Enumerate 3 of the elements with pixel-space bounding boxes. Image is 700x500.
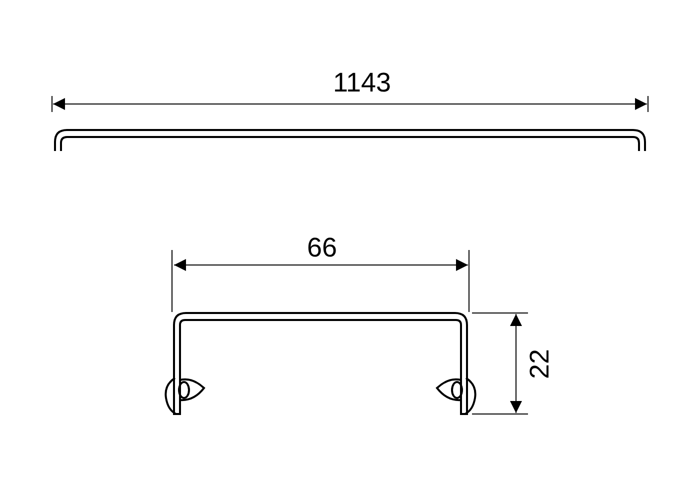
dimension-value: 22	[526, 348, 554, 380]
dimension-value: 1143	[332, 70, 392, 96]
dimension-value: 66	[306, 234, 338, 262]
